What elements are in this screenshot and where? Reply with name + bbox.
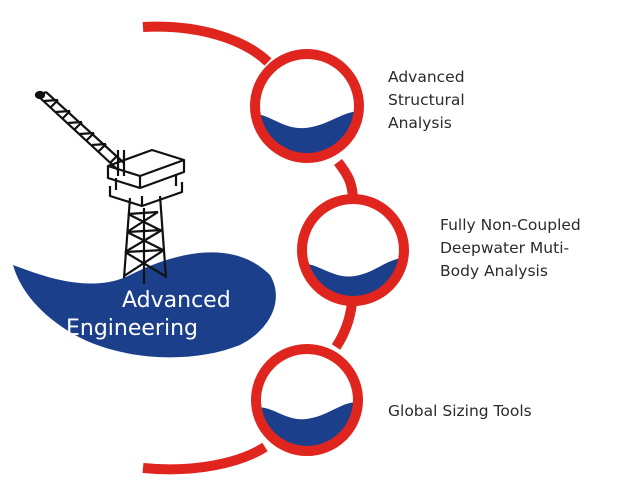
top-arc-connector bbox=[142, 21, 272, 66]
connector-2-3 bbox=[331, 302, 357, 350]
hub-title-line1: Advanced bbox=[122, 288, 231, 313]
node-circle-structural bbox=[250, 49, 364, 163]
hub-wave-shape bbox=[13, 252, 276, 358]
node-circle-multibody bbox=[297, 194, 409, 306]
node-label-multibody: Fully Non-Coupled Deepwater Muti- Body A… bbox=[440, 216, 581, 280]
connector-1-2 bbox=[334, 158, 358, 199]
node-circle-global-sizing bbox=[251, 344, 363, 456]
node-label-structural: Advanced Structural Analysis bbox=[388, 68, 465, 132]
bottom-arc-connector bbox=[142, 442, 268, 475]
hub-title-line2: Engineering bbox=[66, 316, 198, 341]
node-label-global-sizing: Global Sizing Tools bbox=[388, 402, 532, 420]
offshore-platform-icon bbox=[34, 90, 186, 284]
